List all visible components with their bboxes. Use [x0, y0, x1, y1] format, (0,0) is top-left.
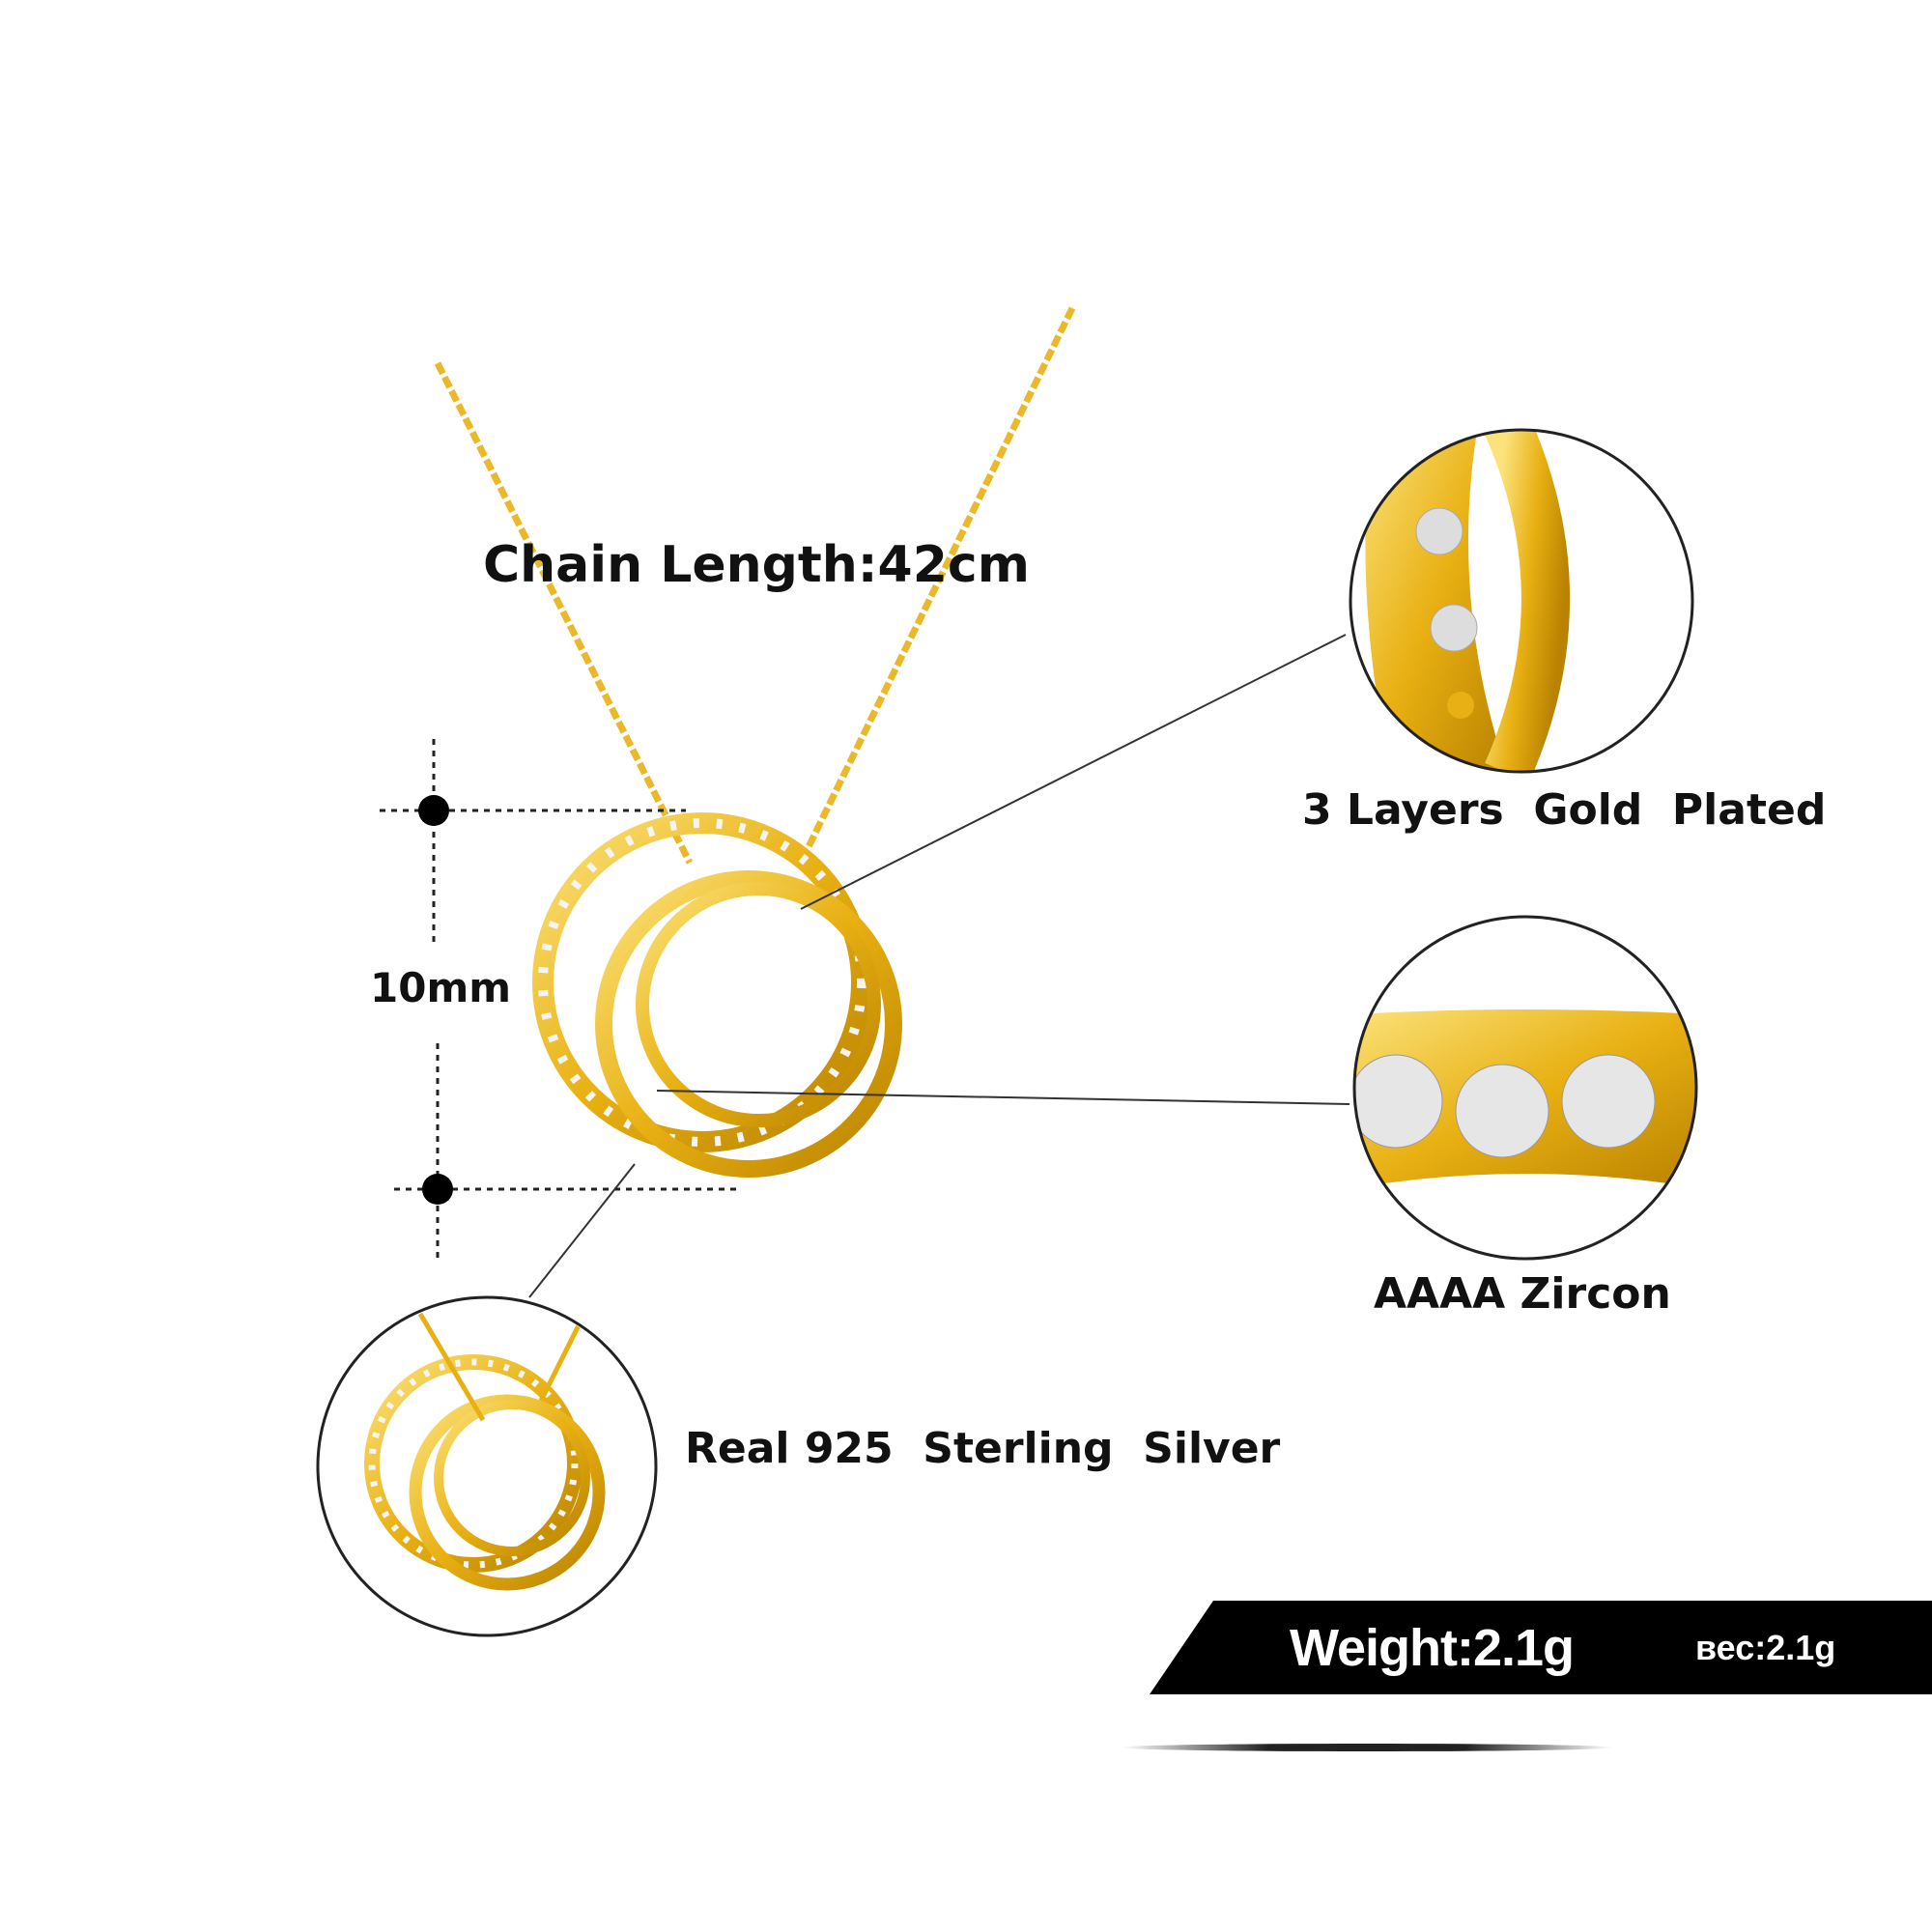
pendant [532, 812, 902, 1178]
gold-plating-detail-circle [1349, 428, 1694, 774]
plating-label: 3 Layers Gold Plated [1302, 785, 1827, 835]
callout-lines [528, 634, 1350, 1298]
pendant-size-label: 10mm [370, 964, 511, 1011]
dimension-dot-top [418, 795, 449, 826]
weight-label: Weight:2.1g [1290, 1619, 1575, 1677]
weight-banner: Weight:2.1g вес:2.1g [1150, 1601, 1932, 1694]
material-label: Real 925 Sterling Silver [685, 1424, 1281, 1473]
decorative-shadow-line [1121, 1744, 1613, 1751]
stone-label: AAAA Zircon [1374, 1269, 1671, 1319]
zircon-detail-circle [1352, 915, 1698, 1261]
chain-length-label: Chain Length:42cm [483, 536, 1030, 594]
sterling-silver-detail-circle [316, 1295, 658, 1637]
dimension-dot-bottom [422, 1174, 453, 1205]
weight-label-russian: вес:2.1g [1695, 1628, 1836, 1667]
chain [434, 306, 1076, 865]
